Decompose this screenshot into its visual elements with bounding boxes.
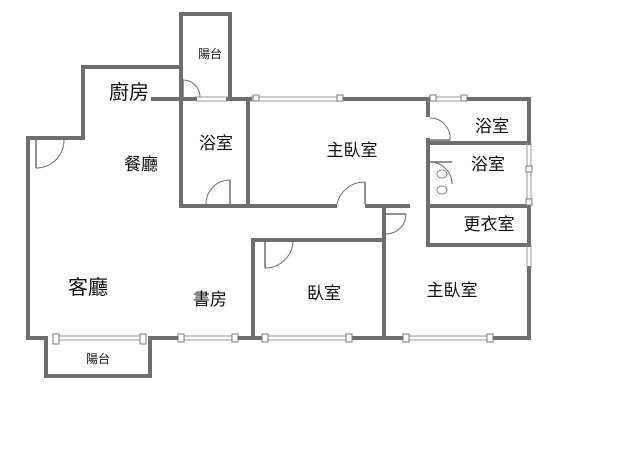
room-label-closet: 更衣室 xyxy=(464,215,515,235)
room-labels: 陽台 廚房 浴室 主臥室 浴室 浴室 餐廳 更衣室 客廳 書房 臥室 主臥室 陽… xyxy=(68,46,515,366)
windows xyxy=(56,96,532,341)
sink-icon xyxy=(436,185,448,195)
doors xyxy=(35,79,453,269)
room-label-bath-2: 浴室 xyxy=(475,117,509,137)
room-label-dining: 餐廳 xyxy=(124,155,158,175)
room-label-study: 書房 xyxy=(193,290,227,310)
window-jambs xyxy=(52,94,533,345)
sink-icon xyxy=(436,169,448,179)
room-label-master-bedroom-1: 主臥室 xyxy=(327,141,378,161)
walls xyxy=(26,12,531,378)
room-label-balcony-bottom: 陽台 xyxy=(86,351,110,366)
room-label-balcony-top: 陽台 xyxy=(198,46,222,61)
room-label-kitchen: 廚房 xyxy=(109,80,149,104)
room-label-bath-1: 浴室 xyxy=(199,134,233,154)
fixtures xyxy=(436,169,448,195)
room-label-bedroom: 臥室 xyxy=(307,284,341,304)
room-label-living: 客廳 xyxy=(68,275,108,299)
room-label-bath-3: 浴室 xyxy=(471,155,505,175)
room-label-master-bedroom-2: 主臥室 xyxy=(427,281,478,301)
